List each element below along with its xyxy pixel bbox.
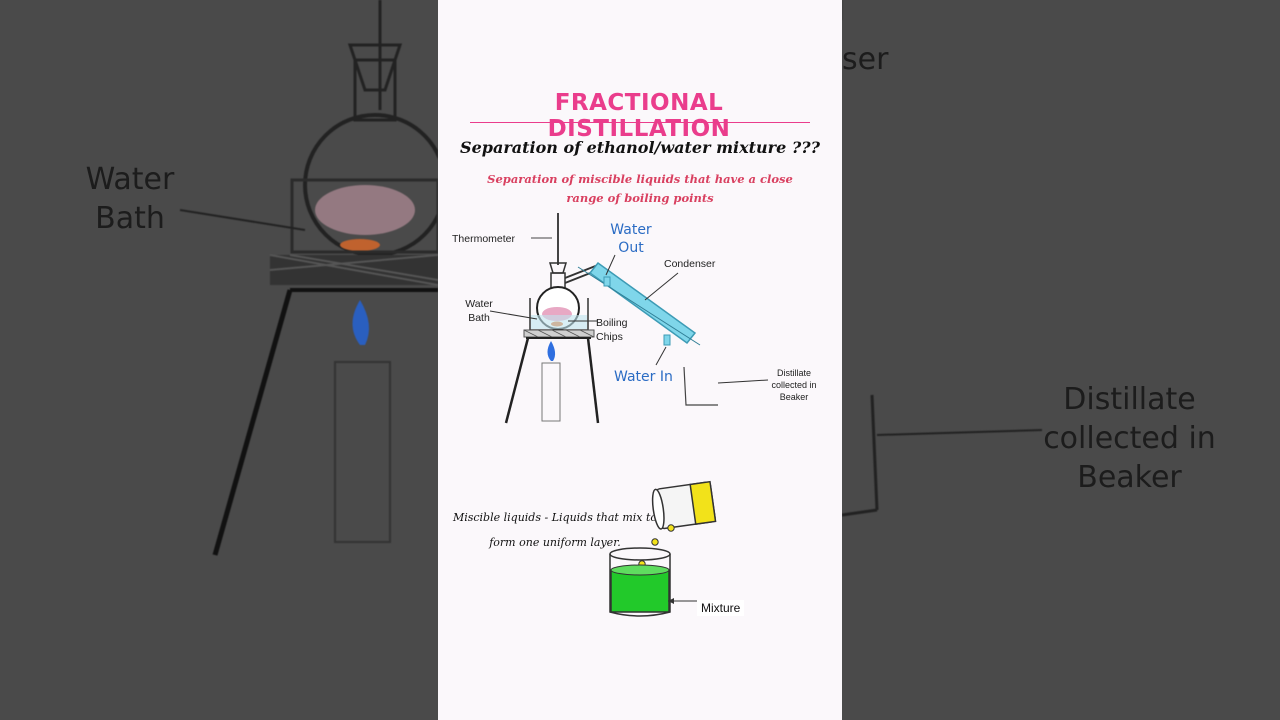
condenser-pointer <box>644 272 679 301</box>
water-bath-label: Water Bath <box>465 298 493 324</box>
thermometer-label: Thermometer <box>452 233 516 245</box>
condenser-water-outlet <box>603 276 611 287</box>
condenser-jacket <box>588 261 697 345</box>
miscible-definition: Miscible liquids - Liquids that mix to f… <box>452 511 658 549</box>
distillation-apparatus-diagram <box>489 213 769 424</box>
burner <box>541 362 561 422</box>
mixture-arrowhead <box>668 598 674 604</box>
condenser-water-inlet <box>663 334 671 346</box>
mixture-label: Mixture <box>697 600 745 616</box>
description: Separation of miscible liquids that have… <box>487 172 793 205</box>
background-left-diagram <box>179 0 438 556</box>
mixture-surface <box>610 564 670 576</box>
condenser-inner-tube <box>577 266 701 346</box>
distillate-label: Distillate collected in Beaker <box>771 368 817 402</box>
background-right: ser Distillate collected in Beaker <box>842 0 1280 720</box>
page-title: FRACTIONAL DISTILLATION <box>547 90 731 142</box>
water-out-pointer <box>605 254 616 276</box>
tripod-left-leg <box>504 337 530 424</box>
drop-2 <box>651 538 659 546</box>
content-card: FRACTIONAL DISTILLATION Separation of et… <box>438 0 842 720</box>
subtitle: Separation of ethanol/water mixture ??? <box>460 138 820 157</box>
water-in-label: Water In <box>614 369 673 385</box>
background-left: Water Bath <box>0 0 438 720</box>
water-out-label: Water Out <box>610 222 652 256</box>
tripod-right-leg <box>586 337 600 424</box>
boiling-chips-label: Boiling Chips <box>596 317 628 343</box>
distillate-pointer <box>717 379 769 384</box>
water-bath-water <box>531 315 587 329</box>
condenser-label: Condenser <box>664 258 716 270</box>
flame <box>547 341 556 361</box>
background-left-text: Water Bath <box>85 162 175 236</box>
background-right-top-text: ser <box>842 42 889 77</box>
water-in-pointer <box>655 346 667 366</box>
collection-beaker <box>683 366 718 406</box>
mixing-illustration <box>609 480 717 617</box>
wire-gauze-hatch <box>523 329 595 338</box>
mixture-beaker <box>609 554 671 617</box>
background-right-diagram <box>842 0 1043 517</box>
title-underline <box>470 122 810 123</box>
mixture-liquid <box>610 569 670 613</box>
pouring-cup <box>651 480 717 530</box>
side-arm <box>564 264 599 279</box>
mixture-beaker-rim <box>609 547 671 561</box>
background-right-text: Distillate collected in Beaker <box>1043 382 1216 495</box>
drop-1 <box>667 524 675 532</box>
water-bath-pointer <box>489 310 538 320</box>
